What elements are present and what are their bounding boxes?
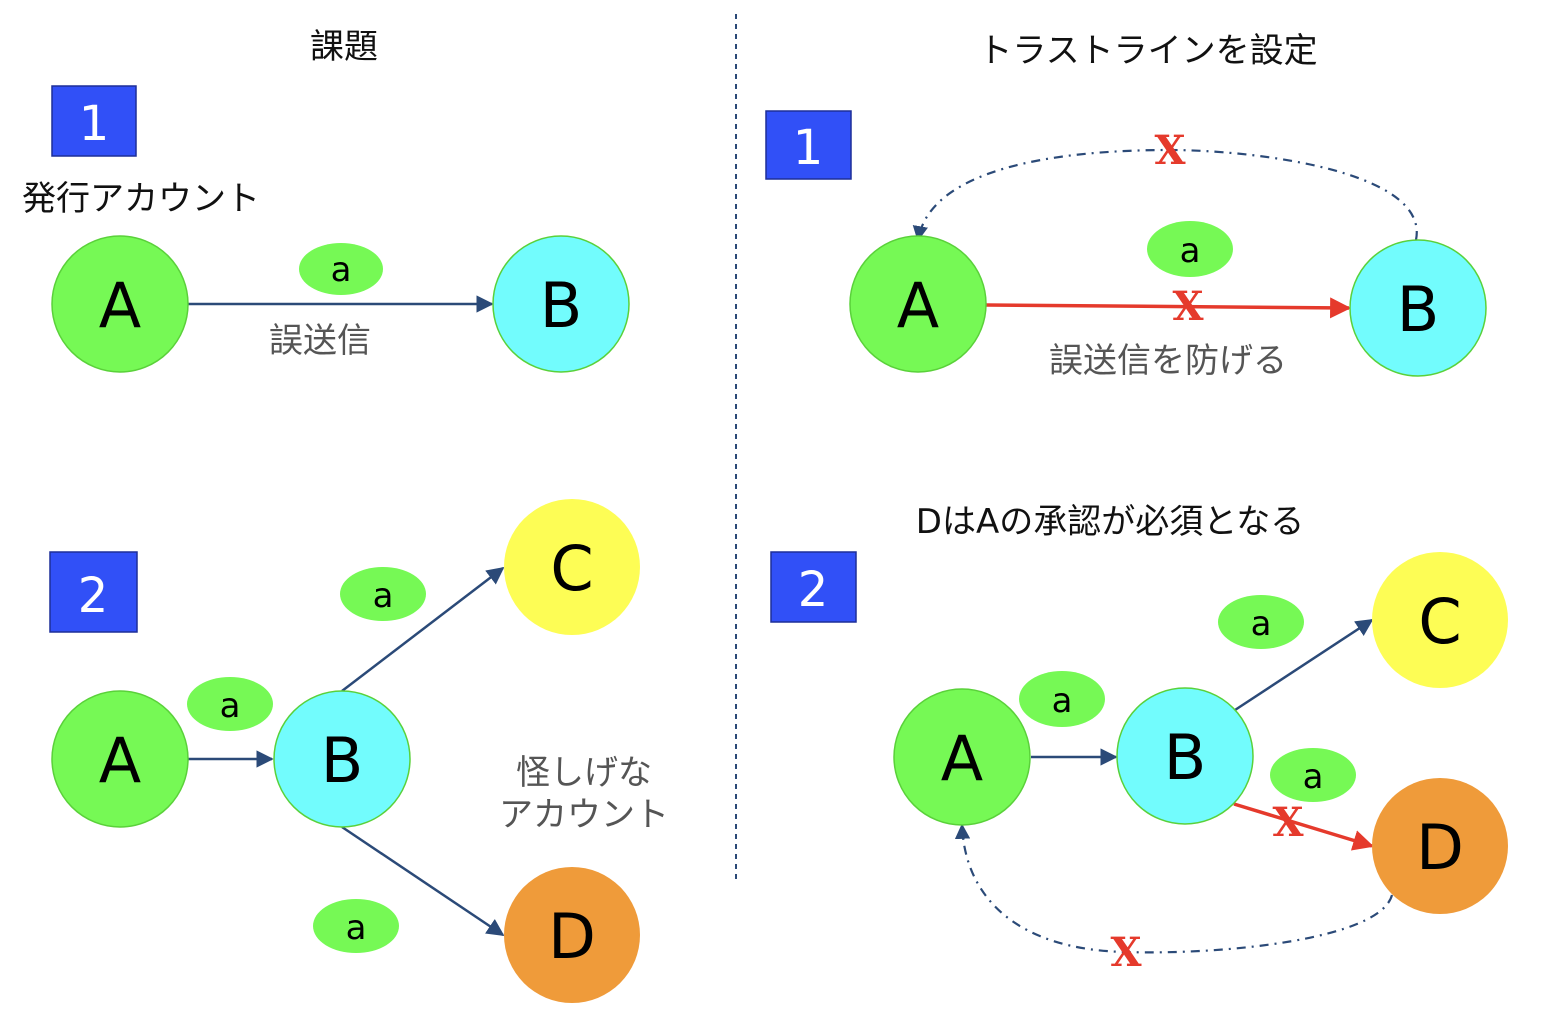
missend-caption: 誤送信 xyxy=(269,321,371,361)
blocked-x-mark: X xyxy=(1154,127,1185,174)
suspicious-caption-line2: アカウント xyxy=(499,795,669,835)
issuer-account-heading: 発行アカウント xyxy=(22,179,260,219)
node-b-label: B xyxy=(540,269,583,342)
blocked-x-mark: X xyxy=(1110,929,1141,976)
node-c-label: C xyxy=(1418,585,1461,658)
prevent-caption: 誤送信を防げる xyxy=(1049,341,1287,381)
token-label: a xyxy=(1251,604,1272,644)
blocked-x-mark: X xyxy=(1272,799,1303,846)
left-panel-1: 1 発行アカウント a 誤送信 A B xyxy=(22,85,630,373)
node-b xyxy=(273,690,411,828)
node-c xyxy=(504,499,640,635)
token-chip xyxy=(1218,595,1304,649)
token-chip xyxy=(340,567,426,621)
right-panel-1: 1 X X a 誤送信を防げる A B xyxy=(765,110,1487,381)
blocked-x-mark: X xyxy=(1172,283,1203,330)
approval-heading: DはAの承認が必須となる xyxy=(916,502,1304,542)
node-b-label: B xyxy=(1164,721,1207,794)
node-d-label: D xyxy=(1416,811,1464,884)
node-d xyxy=(504,867,640,1003)
token-label: a xyxy=(1180,231,1201,271)
token-chip xyxy=(1270,748,1356,802)
node-a-label: A xyxy=(99,269,141,342)
node-d-label: D xyxy=(548,900,596,973)
panel-number-badge xyxy=(765,110,852,180)
left-title: 課題 xyxy=(310,27,378,67)
node-d xyxy=(1372,778,1508,914)
token-chip xyxy=(1147,221,1233,277)
node-b xyxy=(492,235,630,373)
left-panel-2: 2 a a a A B C D 怪しげな アカウント xyxy=(49,499,669,1003)
panel-number-badge xyxy=(49,551,138,633)
panel-number: 2 xyxy=(798,562,829,618)
blocked-send-arrow-b-to-d xyxy=(1233,802,1375,851)
send-arrow-b-to-c xyxy=(1234,618,1374,712)
token-chip xyxy=(313,899,399,953)
node-a xyxy=(51,235,189,373)
node-c xyxy=(1372,552,1508,688)
token-chip xyxy=(187,677,273,731)
send-arrow-b-to-c xyxy=(341,566,505,692)
token-label: a xyxy=(346,908,367,948)
panel-number: 1 xyxy=(793,120,824,176)
node-a-label: A xyxy=(99,724,141,797)
node-a xyxy=(51,690,189,828)
token-chip xyxy=(1019,671,1105,727)
token-label: a xyxy=(373,576,394,616)
node-c-label: C xyxy=(550,532,593,605)
node-b-label: B xyxy=(1397,273,1440,346)
panel-number: 2 xyxy=(78,568,109,624)
node-b xyxy=(1349,239,1487,377)
token-label: a xyxy=(1303,757,1324,797)
node-a-label: A xyxy=(897,269,939,342)
token-chip xyxy=(299,243,383,295)
trustline-dashed-arrow xyxy=(954,823,1394,954)
panel-number-badge xyxy=(770,551,857,623)
node-a xyxy=(893,688,1031,826)
send-arrow-b-to-d xyxy=(341,825,505,937)
panel-number-badge xyxy=(51,85,137,157)
token-label: a xyxy=(331,250,352,290)
node-b xyxy=(1116,687,1254,825)
suspicious-caption-line1: 怪しげな xyxy=(516,753,652,793)
trustline-dashed-arrow xyxy=(912,148,1418,242)
panel-number: 1 xyxy=(79,96,110,152)
node-a-label: A xyxy=(941,722,983,795)
node-a xyxy=(849,235,987,373)
right-title: トラストラインを設定 xyxy=(978,31,1317,71)
token-label: a xyxy=(1052,681,1073,721)
blocked-send-arrow-a-to-b xyxy=(985,297,1352,319)
token-label: a xyxy=(220,686,241,726)
right-panel-2: DはAの承認が必須となる 2 X X a a a A B C D xyxy=(770,502,1508,976)
node-b-label: B xyxy=(321,724,364,797)
